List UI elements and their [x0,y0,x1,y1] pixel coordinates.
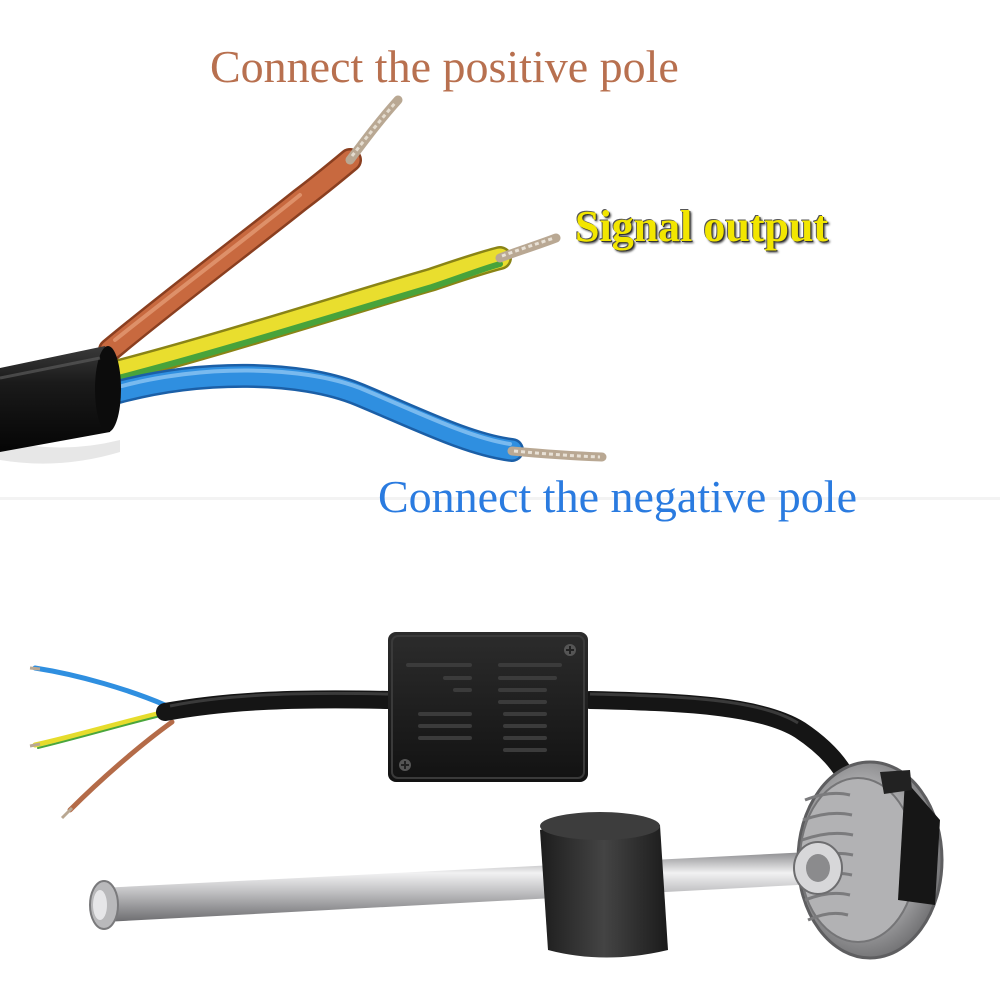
cable-closeup [0,95,607,464]
sensor-assembly [29,632,944,960]
positive-pole-label: Connect the positive pole [210,41,679,92]
brown-wire [98,95,403,362]
negative-pole-label: Connect the negative pole [378,471,858,522]
junction-box [388,632,588,782]
steel-rod [89,852,816,930]
scene-divider [0,497,1000,500]
blue-wire [106,363,607,462]
thin-wires [29,665,175,820]
mounting-head [793,760,944,960]
sensor-cable [156,690,861,799]
yellow-green-wire [103,233,561,384]
signal-output-label: Signal output [575,202,829,251]
embossed-marking [406,663,562,752]
rear-plug [898,780,940,905]
cable-jacket [0,346,121,452]
float [540,812,668,958]
